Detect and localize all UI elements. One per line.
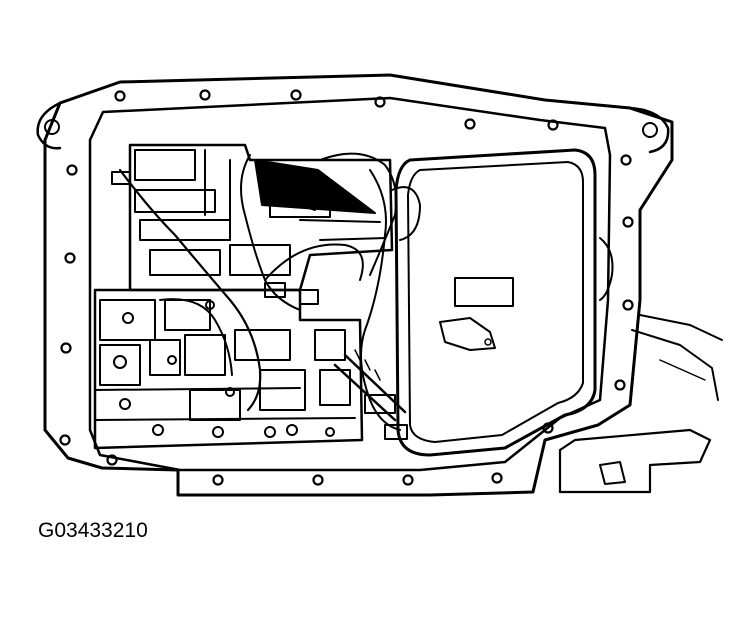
wiring-harness [360, 169, 401, 431]
filter-tube [391, 186, 421, 241]
valve-body-lower-details [94, 299, 356, 421]
external-line-upper [639, 314, 723, 341]
lower-bracket-detail [599, 461, 626, 485]
mounting-hole [642, 122, 658, 138]
wiring-harness [264, 243, 364, 281]
accumulator-pipe [333, 363, 397, 422]
mounting-hole [44, 119, 60, 135]
mounting-ear-left [36, 101, 62, 150]
flange-bolt-holes [59, 89, 634, 486]
figure-id-label: G03433210 [38, 519, 148, 542]
bracket-bolt [484, 338, 492, 346]
valve-body-upper-details [134, 149, 386, 276]
pan-bracket [439, 317, 496, 351]
valve-body-bolts [113, 300, 335, 438]
accumulator-pipe [343, 353, 407, 414]
mounting-ear-right [628, 106, 670, 154]
case-flange-outline [43, 73, 674, 497]
lower-bracket [558, 428, 712, 494]
oil-pan-inner [407, 161, 584, 443]
external-line-lower [631, 329, 719, 401]
solenoid-wedge [254, 159, 376, 214]
oil-pan-outer [394, 148, 597, 457]
accumulator-pipe [354, 349, 381, 381]
external-line [659, 359, 706, 381]
valve-body-lower [93, 288, 364, 450]
pan-label-plate [454, 277, 514, 307]
pan-rim-right [599, 237, 614, 301]
